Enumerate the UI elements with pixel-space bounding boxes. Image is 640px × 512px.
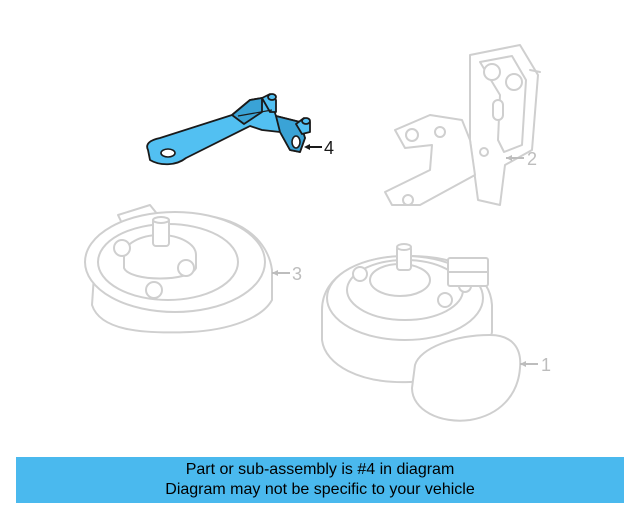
callout-2: 2 — [506, 149, 537, 169]
banner-line-2: Diagram may not be specific to your vehi… — [165, 481, 475, 498]
part-4-horn-bracket — [146, 93, 311, 166]
info-banner: Part or sub-assembly is #4 in diagram Di… — [16, 457, 624, 503]
callout-4: 4 — [304, 138, 334, 158]
callout-4-label: 4 — [324, 138, 334, 158]
callout-1-label: 1 — [541, 355, 551, 375]
part-1-horn — [321, 243, 522, 422]
part-2-bracket — [384, 44, 541, 206]
callout-1: 1 — [520, 355, 551, 375]
banner-line-1: Part or sub-assembly is #4 in diagram — [185, 461, 455, 478]
callout-3: 3 — [272, 264, 302, 284]
part-3-horn — [84, 204, 273, 334]
callout-3-label: 3 — [292, 264, 302, 284]
callout-2-label: 2 — [527, 149, 537, 169]
